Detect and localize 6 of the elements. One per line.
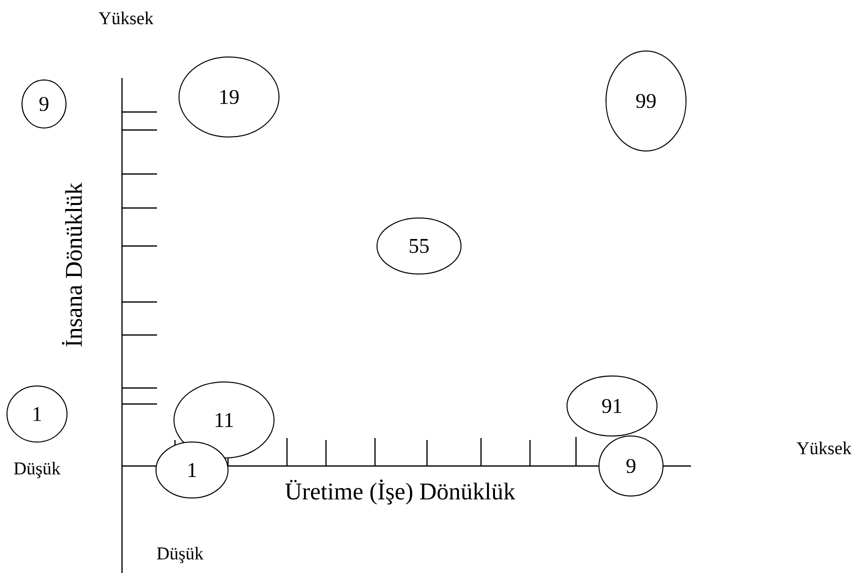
scale-label: Düşük — [14, 462, 60, 478]
axis-title: Üretime (İşe) Dönüklük — [285, 480, 516, 504]
axis-title: İnsana Dönüklük — [62, 182, 82, 346]
scale-label: Yüksek — [98, 12, 154, 24]
scale-label: Yüksek — [796, 442, 852, 454]
scale-label: Düşük — [157, 546, 204, 564]
